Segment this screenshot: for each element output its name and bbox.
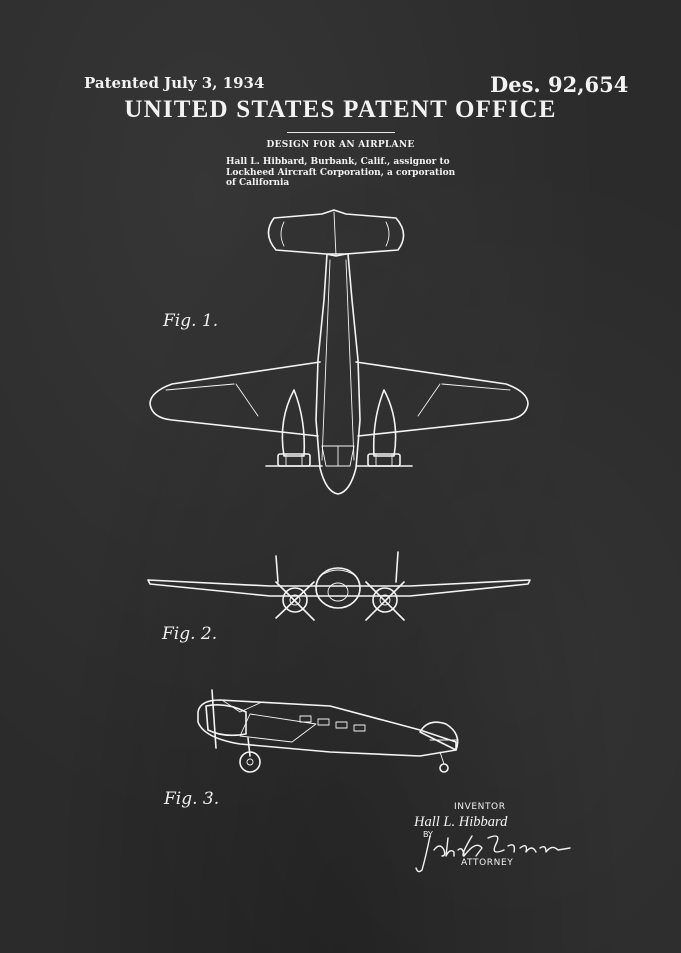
- inventor-signature: Hall L. Hibbard: [414, 814, 508, 830]
- attorney-caption: ATTORNEY: [461, 858, 514, 868]
- office-title: UNITED STATES PATENT OFFICE: [124, 96, 557, 123]
- fig-2-label: Fig. 2.: [162, 624, 218, 644]
- assignor-line: Hall L. Hibbard, Burbank, Calif., assign…: [226, 157, 450, 167]
- design-title: DESIGN FOR AN AIRPLANE: [266, 140, 415, 150]
- airplane-side-view-drawing: [197, 689, 459, 773]
- assignor-line: of California: [226, 178, 290, 188]
- fig-3-label: Fig. 3.: [164, 789, 220, 809]
- airplane-front-view-drawing: [147, 551, 531, 621]
- airplane-top-view-drawing: [149, 209, 529, 495]
- attorney-signature: [415, 835, 571, 873]
- title-rule: [287, 132, 395, 133]
- assignor-line: Lockheed Aircraft Corporation, a corpora…: [226, 167, 456, 178]
- fig-1-label: Fig. 1.: [163, 311, 219, 331]
- inventor-caption: INVENTOR: [454, 802, 506, 812]
- assignor-text: Hall L. Hibbard, Burbank, Calif., assign…: [226, 157, 476, 189]
- patent-number: Des. 92,654: [490, 72, 629, 97]
- patented-date: Patented July 3, 1934: [84, 74, 265, 92]
- by-caption: BY: [423, 830, 433, 839]
